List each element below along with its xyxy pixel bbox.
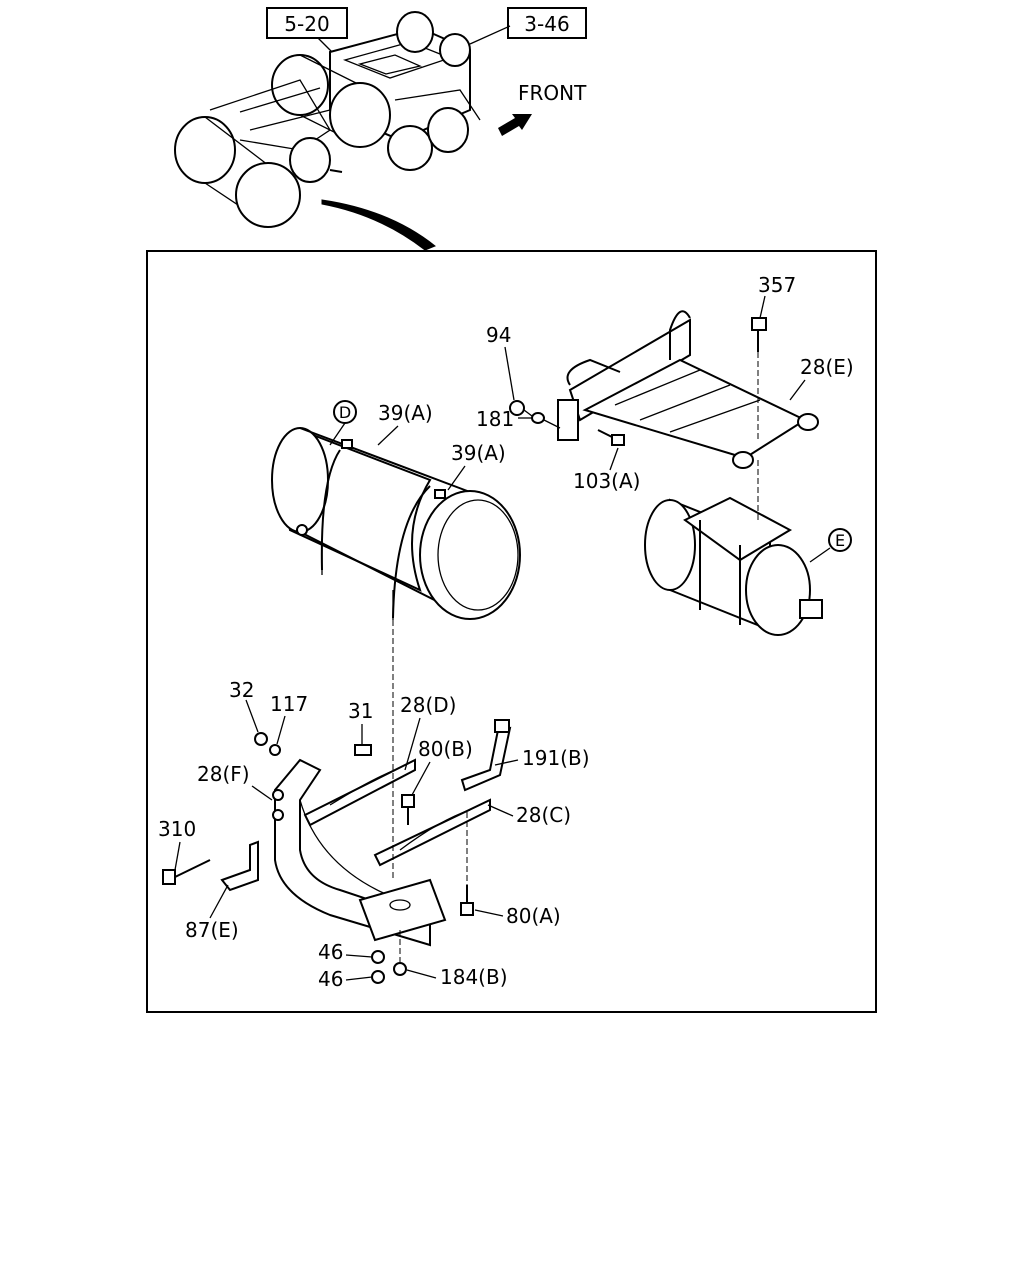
- marker-d: D: [339, 403, 351, 422]
- nut-94: [509, 400, 525, 416]
- callout-103a: 103(A): [573, 469, 640, 493]
- callout-310: 310: [158, 817, 196, 841]
- front-label: FRONT: [518, 81, 587, 105]
- tank-overview: [174, 79, 343, 228]
- ref-label-5-20: 5-20: [284, 12, 329, 36]
- ref-label-3-46: 3-46: [524, 12, 569, 36]
- ref-box-5-20[interactable]: 5-20: [266, 7, 348, 39]
- tank-d: D: [271, 400, 521, 620]
- callout-39a-lower: 39(A): [451, 441, 506, 465]
- callout-46-lower: 46: [318, 967, 343, 991]
- bolt-103a: [597, 429, 625, 446]
- callout-94: 94: [486, 323, 511, 347]
- front-arrow-icon: [498, 114, 532, 136]
- callout-28e: 28(E): [800, 355, 854, 379]
- lower-bracket-assembly: [162, 620, 512, 984]
- ref-box-3-46[interactable]: 3-46: [507, 7, 587, 39]
- callout-46-upper: 46: [318, 940, 343, 964]
- callout-191b: 191(B): [522, 746, 590, 770]
- callout-117: 117: [270, 692, 308, 716]
- marker-e: E: [835, 531, 845, 550]
- callout-32: 32: [229, 678, 254, 702]
- callout-181: 181: [476, 407, 514, 431]
- callout-80b: 80(B): [418, 737, 473, 761]
- callout-184b: 184(B): [440, 965, 508, 989]
- callout-28c: 28(C): [516, 803, 571, 827]
- callout-labels: 357 28(E) 94 181 103(A) 39(A) 39(A) 32 1…: [158, 273, 854, 991]
- bracket-28e: [557, 310, 819, 469]
- callout-28f: 28(F): [197, 762, 250, 786]
- detail-frame: [146, 250, 877, 1013]
- callout-87e: 87(E): [185, 918, 239, 942]
- callout-31: 31: [348, 699, 373, 723]
- tank-e: E: [644, 460, 852, 636]
- callout-80a: 80(A): [506, 904, 561, 928]
- callout-28d: 28(D): [400, 693, 456, 717]
- washer-181: [531, 412, 545, 424]
- callout-357: 357: [758, 273, 796, 297]
- overview-illustration: 5-20 3-46: [174, 7, 587, 251]
- callout-39a-upper: 39(A): [378, 401, 433, 425]
